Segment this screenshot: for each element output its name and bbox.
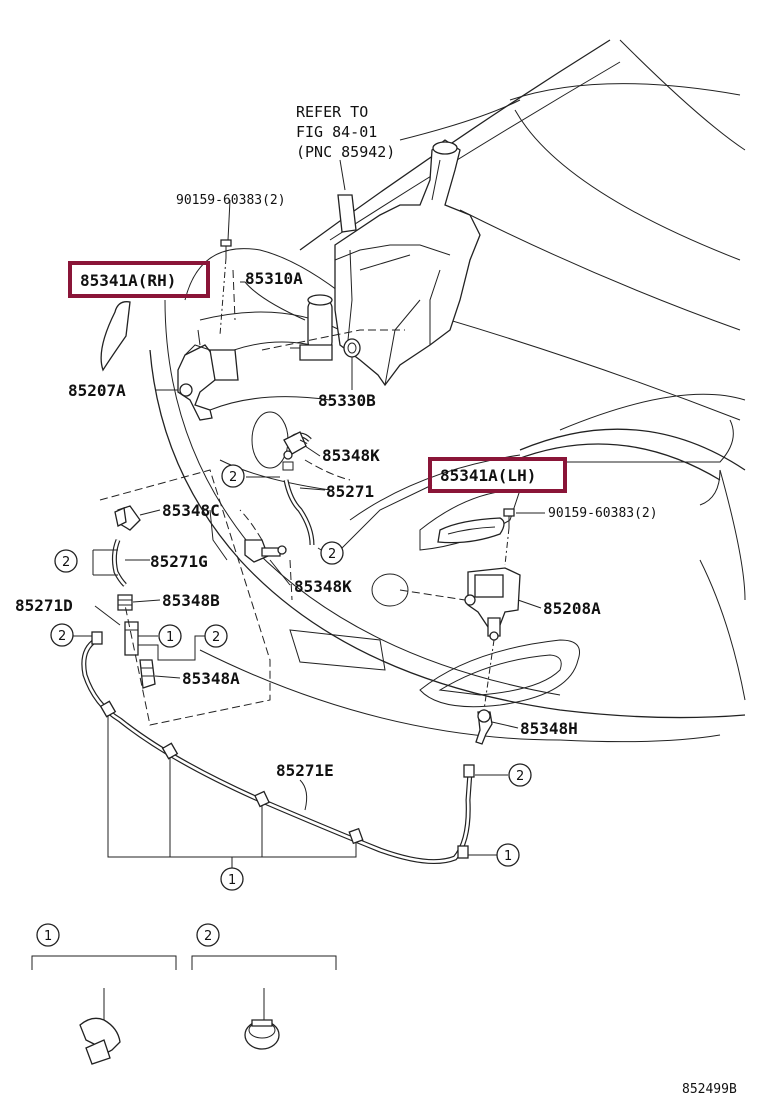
label-85348c[interactable]: 85348C <box>162 501 220 520</box>
rh-nozzle-85207a <box>177 329 239 421</box>
rh-cover <box>100 301 131 372</box>
label-85207a[interactable]: 85207A <box>68 381 126 400</box>
legend-clamp-2: 2 <box>191 923 337 1050</box>
washer-pump <box>290 294 333 361</box>
label-85310a[interactable]: 85310A <box>245 269 303 288</box>
label-85271[interactable]: 85271 <box>326 482 374 501</box>
ref-line-1: REFER TO <box>296 103 368 121</box>
svg-text:2: 2 <box>328 547 336 562</box>
label-90159-top[interactable]: 90159-60383(2) <box>176 193 286 208</box>
hose-clamps <box>91 631 475 859</box>
clamp-85272a-icon <box>79 1017 121 1065</box>
label-85330b[interactable]: 85330B <box>318 391 376 410</box>
bolt-top <box>220 239 232 258</box>
washer-tank <box>334 139 481 387</box>
label-85348k-mid[interactable]: 85348K <box>294 577 352 596</box>
part-labels: 90159-60383(2) 85341A(RH) 85310A 85207A … <box>15 193 658 780</box>
callout-circles: 2 2 2 2 1 2 2 1 1 <box>50 464 532 891</box>
svg-text:2: 2 <box>516 769 524 784</box>
callout-1: 1 <box>158 624 182 648</box>
ref-line-3: (PNC 85942) <box>296 143 395 161</box>
reference-note: REFER TO FIG 84-01 (PNC 85942) <box>296 103 395 161</box>
figure-code: 852499B <box>682 1082 737 1097</box>
legend-clamp-1: 1 <box>31 923 177 1065</box>
bolt-right <box>503 508 515 528</box>
label-85208a[interactable]: 85208A <box>543 599 601 618</box>
ref-line-2: FIG 84-01 <box>296 123 377 141</box>
callout-1: 1 <box>496 843 520 867</box>
label-85341a-lh[interactable]: 85341A(LH) <box>440 466 536 485</box>
pump-grommet <box>343 338 361 358</box>
callout-1: 1 <box>220 867 244 891</box>
fitting-85348c <box>114 505 141 531</box>
dashed-outlines <box>99 257 510 726</box>
fitting-85348a <box>139 659 156 689</box>
label-85348b[interactable]: 85348B <box>162 591 220 610</box>
joint-85348h <box>475 709 493 745</box>
svg-text:2: 2 <box>229 470 237 485</box>
highlight-85341a-rh <box>68 261 210 298</box>
svg-text:2: 2 <box>62 555 70 570</box>
legend-1-number: 1 <box>44 929 52 944</box>
svg-text:1: 1 <box>504 849 512 864</box>
label-85348h[interactable]: 85348H <box>520 719 578 738</box>
clamp-85279a-icon <box>244 1019 280 1050</box>
callout-2: 2 <box>320 541 344 565</box>
fitting-85348b <box>117 594 133 611</box>
highlight-85341a-lh <box>428 457 567 493</box>
label-90159-right[interactable]: 90159-60383(2) <box>548 506 658 521</box>
label-85348k-top[interactable]: 85348K <box>322 446 380 465</box>
fitting-85348k-top <box>282 431 307 471</box>
callout-2: 2 <box>221 464 245 488</box>
svg-text:1: 1 <box>228 873 236 888</box>
callout-2: 2 <box>204 624 228 648</box>
callout-2: 2 <box>508 763 532 787</box>
callout-2: 2 <box>54 549 78 573</box>
lh-nozzle-85208a <box>464 567 521 641</box>
label-85271d[interactable]: 85271D <box>15 596 73 615</box>
lh-cover <box>437 517 505 544</box>
label-85341a-rh[interactable]: 85341A(RH) <box>80 271 176 290</box>
fitting-85348k-mid <box>244 539 287 563</box>
label-85271e[interactable]: 85271E <box>276 761 334 780</box>
callout-2: 2 <box>50 623 74 647</box>
svg-text:1: 1 <box>166 630 174 645</box>
label-85271g[interactable]: 85271G <box>150 552 208 571</box>
hoses <box>81 432 473 865</box>
svg-text:2: 2 <box>58 629 66 644</box>
svg-text:2: 2 <box>212 630 220 645</box>
legend-2-number: 2 <box>204 929 212 944</box>
label-85348a[interactable]: 85348A <box>182 669 240 688</box>
